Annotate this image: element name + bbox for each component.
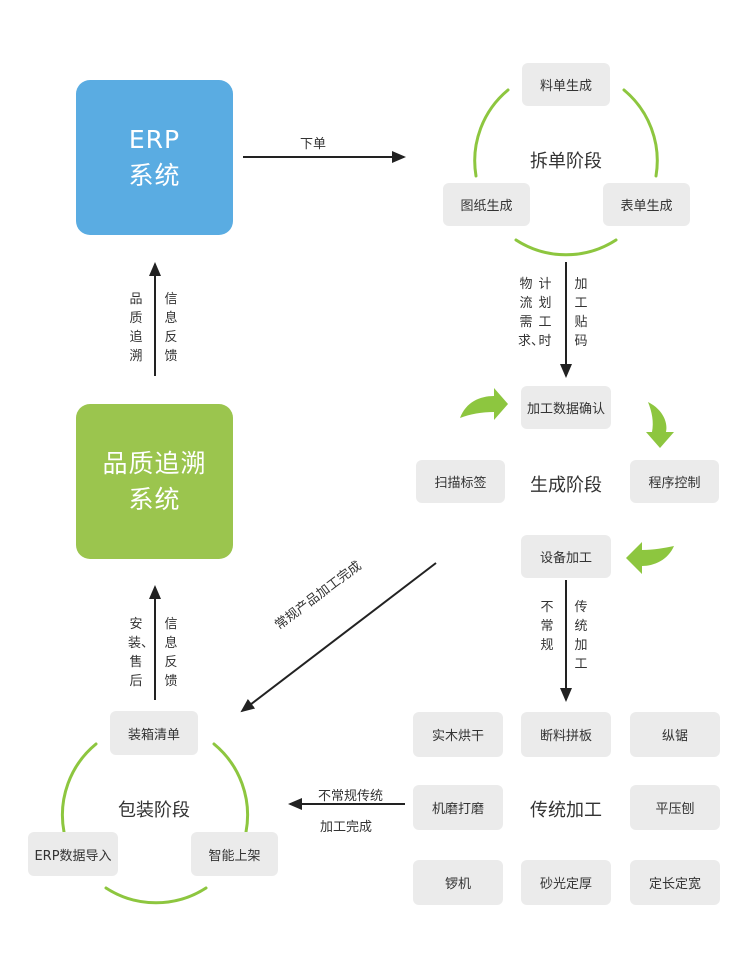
logistics-label: 物流需求、 — [518, 277, 545, 349]
traditional-stage-title: 传统加工 — [530, 800, 602, 821]
trad-item-4: 机磨打磨 — [413, 785, 503, 830]
install-aftersale-label: 安装、售后 — [128, 617, 155, 689]
scan-label-chip: 扫描标签 — [416, 460, 505, 503]
program-control-chip: 程序控制 — [630, 460, 719, 503]
trad-item-2: 断料拼板 — [521, 712, 611, 757]
packing-item-list: 装箱清单 — [110, 711, 198, 755]
packing-item-erp-import: ERP数据导入 — [28, 832, 118, 876]
quality-box-line1: 品质追溯 — [102, 448, 207, 478]
order-label: 下单 — [300, 137, 327, 152]
trad-item-8: 定长定宽 — [630, 860, 720, 905]
production-stage-title: 生成阶段 — [530, 475, 602, 496]
traditional-process-label: 传统加工 — [574, 600, 588, 672]
erp-box-line1: ERP — [128, 124, 181, 154]
quality-trace-label: 品质追溯 — [129, 292, 143, 364]
plan-hours-label: 计划工时 — [538, 277, 552, 349]
green-arrow-right — [460, 388, 508, 420]
nonregular-done-line1: 不常规传统 — [318, 789, 384, 804]
green-arrow-left — [626, 542, 674, 574]
split-item-material: 料单生成 — [522, 63, 610, 106]
trad-item-5: 平压刨 — [630, 785, 720, 830]
quality-box-line2: 系统 — [128, 484, 181, 514]
info-feedback-label: 信息反馈 — [164, 292, 178, 364]
nonregular-label: 不常规 — [540, 600, 554, 653]
packing-cycle-arcs — [60, 742, 250, 905]
process-label-label: 加工贴码 — [574, 277, 588, 349]
production-cycle-arrows — [460, 388, 674, 574]
trad-item-6: 锣机 — [413, 860, 503, 905]
erp-box-line2: 系统 — [128, 160, 181, 190]
packing-item-smart-shelf: 智能上架 — [191, 832, 278, 876]
equipment-process-chip: 设备加工 — [521, 535, 611, 578]
erp-system-box: ERP 系统 — [76, 80, 233, 235]
split-stage-title: 拆单阶段 — [530, 151, 602, 172]
green-arrow-down — [646, 402, 674, 448]
trad-item-3: 纵锯 — [630, 712, 720, 757]
split-cycle-arcs — [473, 88, 659, 257]
split-item-drawing: 图纸生成 — [443, 183, 530, 226]
process-data-confirm-chip: 加工数据确认 — [521, 386, 611, 429]
quality-system-box: 品质追溯 系统 — [76, 404, 233, 559]
info-feedback-label-2: 信息反馈 — [164, 617, 178, 689]
nonregular-done-line2: 加工完成 — [320, 820, 373, 835]
trad-item-1: 实木烘干 — [413, 712, 503, 757]
trad-item-7: 砂光定厚 — [521, 860, 611, 905]
split-item-form: 表单生成 — [603, 183, 690, 226]
packing-stage-title: 包装阶段 — [118, 800, 190, 821]
regular-done-arrow — [240, 562, 437, 713]
